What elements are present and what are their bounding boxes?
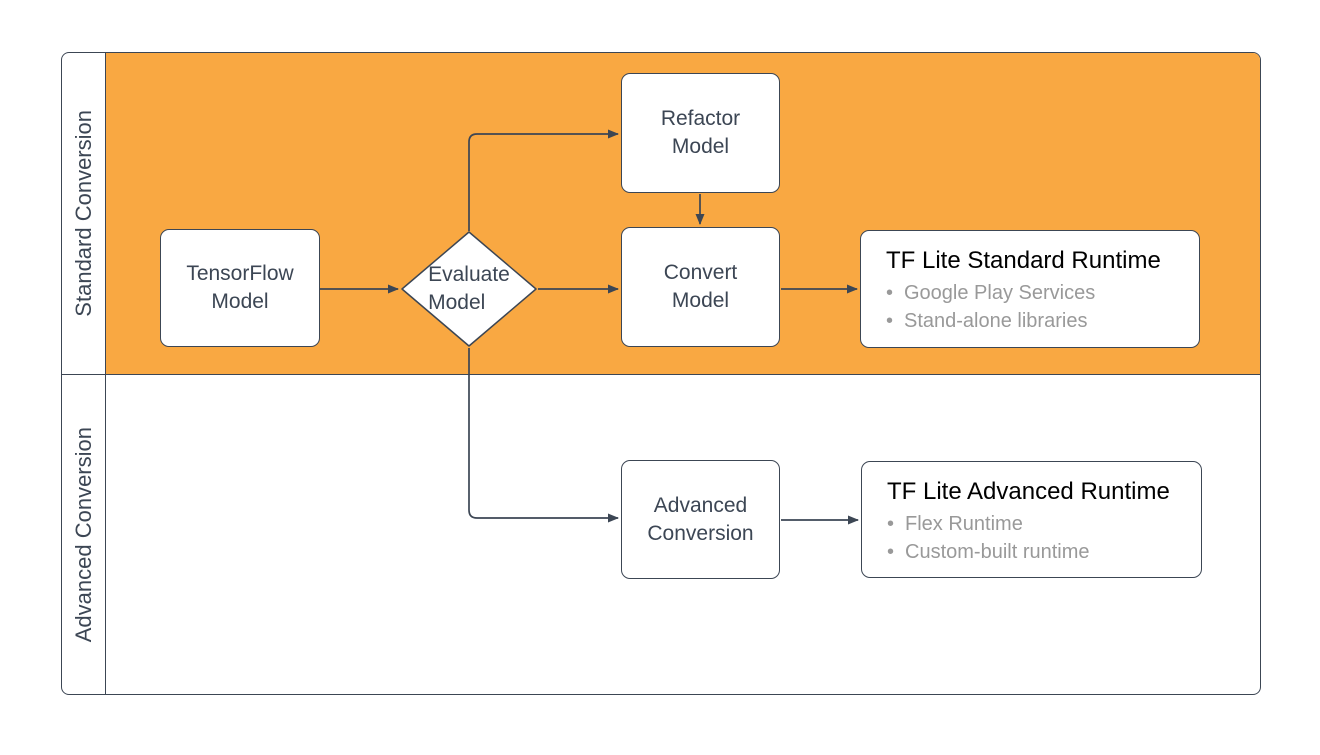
lane-label-advanced-conversion: Advanced Conversion — [62, 374, 105, 694]
node-refactor-model: Refactor Model — [621, 73, 780, 193]
bullet-item: • Custom-built runtime — [887, 538, 1189, 566]
diamond-shape — [401, 231, 537, 347]
node-label: Refactor Model — [660, 107, 741, 158]
node-advanced-conversion: Advanced Conversion — [621, 460, 780, 579]
lane-label-column-divider — [105, 53, 106, 694]
node-label: TensorFlow Model — [186, 262, 294, 313]
node-evaluate-model-decision: Evaluate Model — [401, 231, 537, 347]
bullet-item: • Flex Runtime — [887, 510, 1189, 538]
bullet-text: Flex Runtime — [905, 513, 1023, 535]
node-label: Advanced Conversion — [647, 493, 754, 545]
lane-divider — [62, 374, 1260, 375]
node-label: Evaluate Model — [428, 263, 510, 314]
bullet-text: Custom-built runtime — [905, 541, 1090, 563]
bullet-text: Stand-alone libraries — [904, 310, 1088, 332]
lane-label-text: Advanced Conversion — [70, 427, 96, 643]
bullet-text: Google Play Services — [904, 282, 1096, 304]
bullet-icon: • — [887, 541, 895, 563]
node-label: Convert Model — [663, 261, 738, 312]
node-tflite-standard-runtime: TF Lite Standard Runtime • Google Play S… — [860, 230, 1200, 348]
bullet-item: • Google Play Services — [886, 279, 1187, 307]
lane-label-standard-conversion: Standard Conversion — [62, 53, 105, 374]
bullet-icon: • — [886, 282, 894, 304]
node-tflite-advanced-runtime: TF Lite Advanced Runtime • Flex Runtime … — [861, 461, 1202, 578]
lane-label-text: Standard Conversion — [70, 110, 96, 317]
bullet-icon: • — [887, 513, 895, 535]
node-convert-model: Convert Model — [621, 227, 780, 347]
runtime-title: TF Lite Standard Runtime — [886, 247, 1161, 274]
bullet-item: • Stand-alone libraries — [886, 307, 1187, 335]
runtime-title: TF Lite Advanced Runtime — [887, 478, 1170, 505]
bullet-icon: • — [886, 310, 894, 332]
node-tensorflow-model: TensorFlow Model — [160, 229, 320, 347]
